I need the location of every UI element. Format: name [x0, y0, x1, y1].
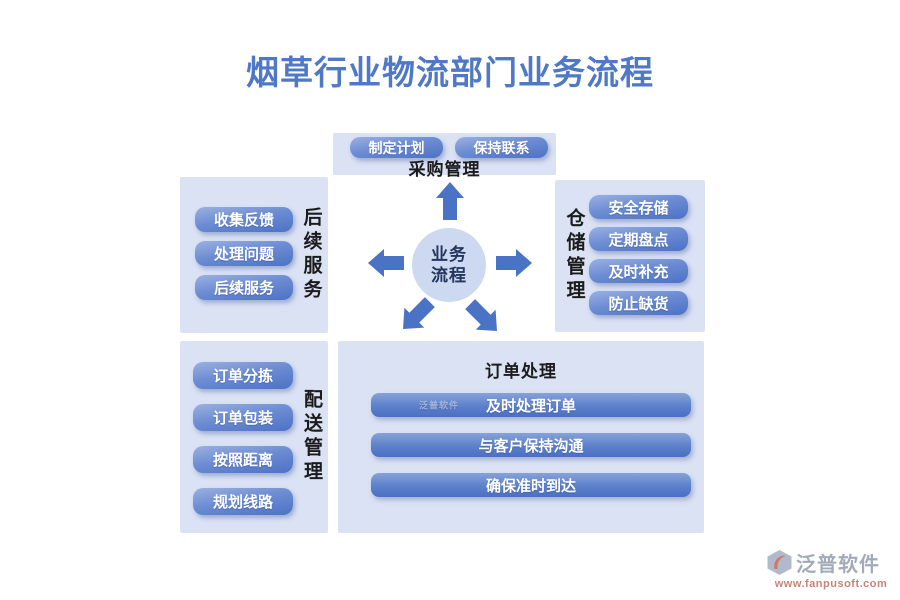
bar-label: 与客户保持沟通 [478, 437, 584, 455]
arrow-left-icon [368, 249, 404, 277]
node-keep-contact: 保持联系 [455, 137, 548, 158]
node-route-planning: 规划线路 [193, 488, 293, 515]
node-order-packing: 订单包装 [193, 404, 293, 431]
node-by-distance: 按照距离 [193, 446, 293, 473]
arrow-right-icon [496, 249, 532, 277]
node-timely-replenish: 及时补充 [589, 259, 688, 283]
hub-label-line2: 流程 [431, 266, 467, 285]
panel-procurement-heading: 采购管理 [408, 160, 481, 179]
page-title: 烟草行业物流部门业务流程 [246, 54, 654, 91]
panel-procurement: 制定计划 保持联系 采购管理 [333, 133, 556, 179]
fanpu-logo-icon [767, 550, 792, 575]
node-regular-inventory: 定期盘点 [589, 227, 688, 251]
hub-arrows [368, 182, 532, 331]
brand-website: www.fanpusoft.com [774, 578, 888, 590]
node-communicate-with-customers: 与客户保持沟通 [371, 433, 691, 457]
panel-followup-service-label: 后续服务 [300, 207, 322, 303]
panel-delivery: 订单分拣 订单包装 按照距离 规划线路 配送管理 [180, 341, 328, 533]
brand-company-name: 泛普软件 [796, 554, 880, 576]
arrow-down-right-icon [465, 299, 497, 331]
arrow-up-icon [436, 182, 464, 220]
node-safe-storage: 安全存储 [589, 195, 688, 219]
bar-label: 确保准时到达 [485, 477, 576, 495]
bar-label: 及时处理订单 [485, 397, 576, 415]
node-make-plan: 制定计划 [350, 137, 443, 158]
arrow-down-left-icon [403, 297, 435, 329]
hub-label-line1: 业务 [431, 244, 467, 264]
node-process-orders-timely: 泛普软件 及时处理订单 [371, 393, 691, 417]
bar-watermark-logo: 泛普软件 [419, 400, 460, 411]
panel-warehouse-label: 仓储管理 [563, 208, 585, 304]
panel-order-heading: 订单处理 [485, 362, 557, 381]
node-prevent-shortage: 防止缺货 [589, 291, 688, 315]
panel-delivery-label: 配送管理 [301, 389, 322, 485]
node-collect-feedback: 收集反馈 [195, 207, 293, 232]
panel-followup-service: 收集反馈 处理问题 后续服务 后续服务 [180, 177, 328, 333]
brand-watermark: 泛普软件 www.fanpusoft.com [766, 548, 896, 590]
node-followup-service: 后续服务 [195, 275, 293, 300]
node-handle-issues: 处理问题 [195, 241, 293, 266]
center-hub-circle: 业务 流程 [412, 228, 486, 302]
node-ensure-on-time-arrival: 确保准时到达 [371, 473, 691, 497]
panel-warehouse: 仓储管理 安全存储 定期盘点 及时补充 防止缺货 [555, 180, 705, 332]
node-order-sorting: 订单分拣 [193, 362, 293, 389]
panel-order-processing: 订单处理 泛普软件 及时处理订单 与客户保持沟通 确保准时到达 [338, 341, 704, 533]
